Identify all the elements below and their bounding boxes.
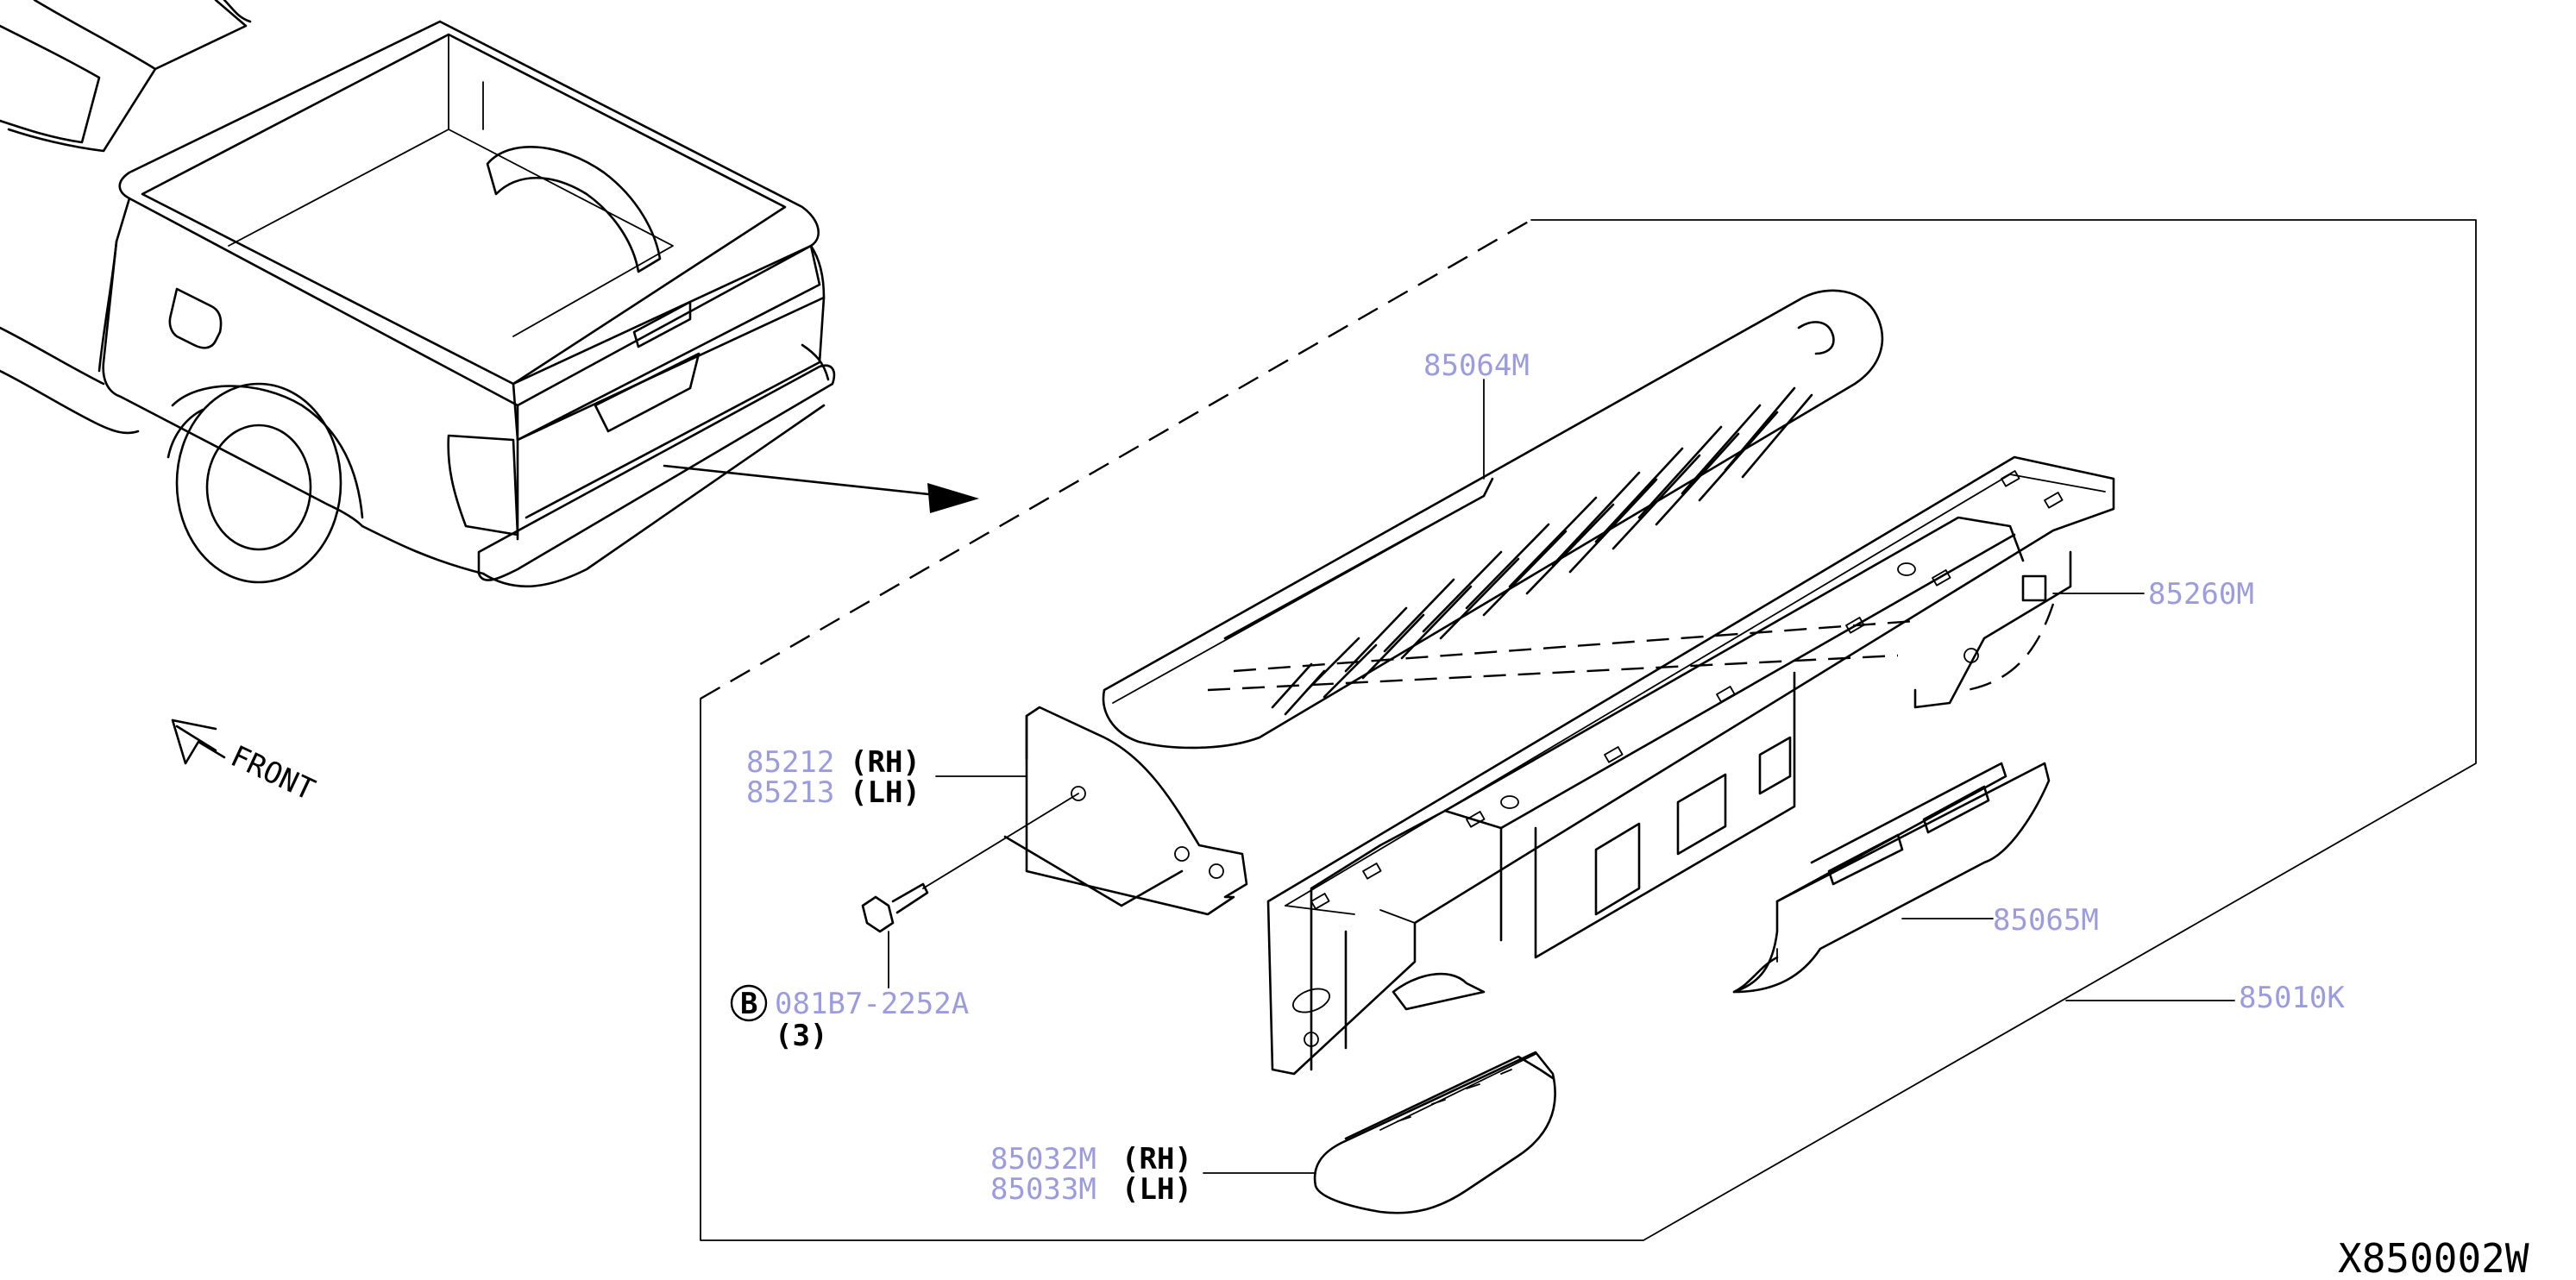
assembly-outline [700, 218, 2477, 1241]
label-lh-85213: (LH) [850, 775, 920, 810]
callout-85032M-85033M[interactable]: 85032M (RH) 85033M (LH) [990, 1142, 1192, 1207]
callout-85010K[interactable]: 85010K [2239, 981, 2345, 1015]
reinforcement-85260M [1207, 455, 2115, 1076]
label-85032M[interactable]: 85032M [990, 1142, 1096, 1176]
label-lh-85033M: (LH) [1122, 1172, 1192, 1207]
reinforcement-holes [1292, 470, 2064, 1047]
label-85065M[interactable]: 85065M [1993, 903, 2099, 938]
bolt-081B7-2252A [861, 793, 1079, 988]
step-pad-grooves [1271, 386, 1813, 716]
truck-illustration [0, 0, 979, 588]
callout-85212-85213[interactable]: 85212 (RH) 85213 (LH) [746, 745, 920, 810]
front-direction-indicator: FRONT [171, 718, 320, 808]
label-85213[interactable]: 85213 [746, 775, 834, 810]
label-85010K[interactable]: 85010K [2239, 981, 2345, 1015]
callout-081B7-2252A[interactable]: B 081B7-2252A (3) [730, 984, 969, 1053]
label-bolt-qty: (3) [775, 1019, 827, 1053]
label-081B7-2252A[interactable]: 081B7-2252A [775, 987, 969, 1021]
label-85033M[interactable]: 85033M [990, 1172, 1096, 1207]
corner-cap-85032M-85033M [1313, 1051, 1556, 1214]
label-85212[interactable]: 85212 [746, 745, 834, 780]
callout-85065M[interactable]: 85065M [1993, 903, 2099, 938]
label-rh-85212: (RH) [850, 745, 920, 780]
leader-lines [888, 379, 2235, 1174]
label-85064M[interactable]: 85064M [1423, 348, 1530, 383]
bolt-marker-circle [730, 984, 768, 1022]
diagram-code: X850002W [2338, 1235, 2529, 1280]
lower-cover-85065M [1732, 762, 2051, 994]
label-rh-85032M: (RH) [1122, 1142, 1192, 1176]
bolt-marker-letter: B [740, 987, 757, 1021]
front-label: FRONT [225, 739, 320, 808]
step-pad-85064M [1102, 289, 1884, 750]
callout-85064M[interactable]: 85064M [1423, 348, 1530, 383]
label-85260M[interactable]: 85260M [2148, 577, 2254, 612]
bracket-85212-85213 [1003, 706, 1248, 916]
callout-85260M[interactable]: 85260M [2148, 577, 2254, 612]
